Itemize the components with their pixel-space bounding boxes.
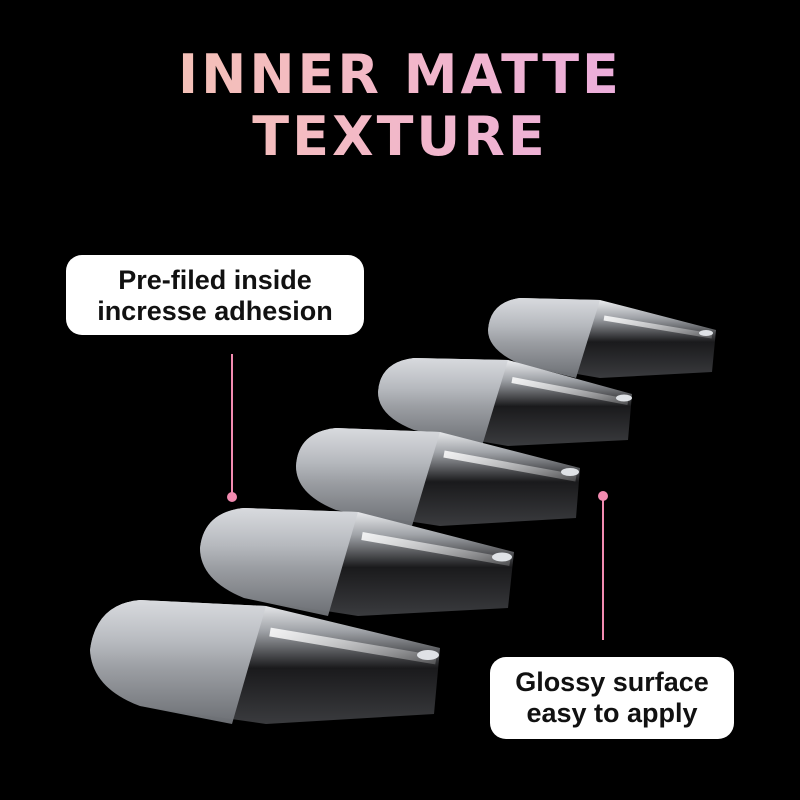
nail-tip (378, 358, 632, 446)
callout-glossy-line-1: Glossy surface (515, 667, 709, 697)
leader-dot-left (227, 492, 237, 502)
callout-pre-filed-line-2: incresse adhesion (97, 296, 333, 326)
callout-glossy: Glossy surface easy to apply (490, 657, 734, 739)
leader-dot-right (598, 491, 608, 501)
nail-tip (488, 298, 716, 378)
callout-pre-filed: Pre-filed inside incresse adhesion (66, 255, 364, 335)
leader-line-left (231, 354, 233, 496)
leader-line-right (602, 500, 604, 640)
nail-tip (200, 508, 514, 616)
nail-tip (90, 600, 440, 724)
callout-glossy-line-2: easy to apply (526, 698, 698, 728)
callout-pre-filed-line-1: Pre-filed inside (118, 265, 312, 295)
nail-tip (296, 428, 580, 526)
